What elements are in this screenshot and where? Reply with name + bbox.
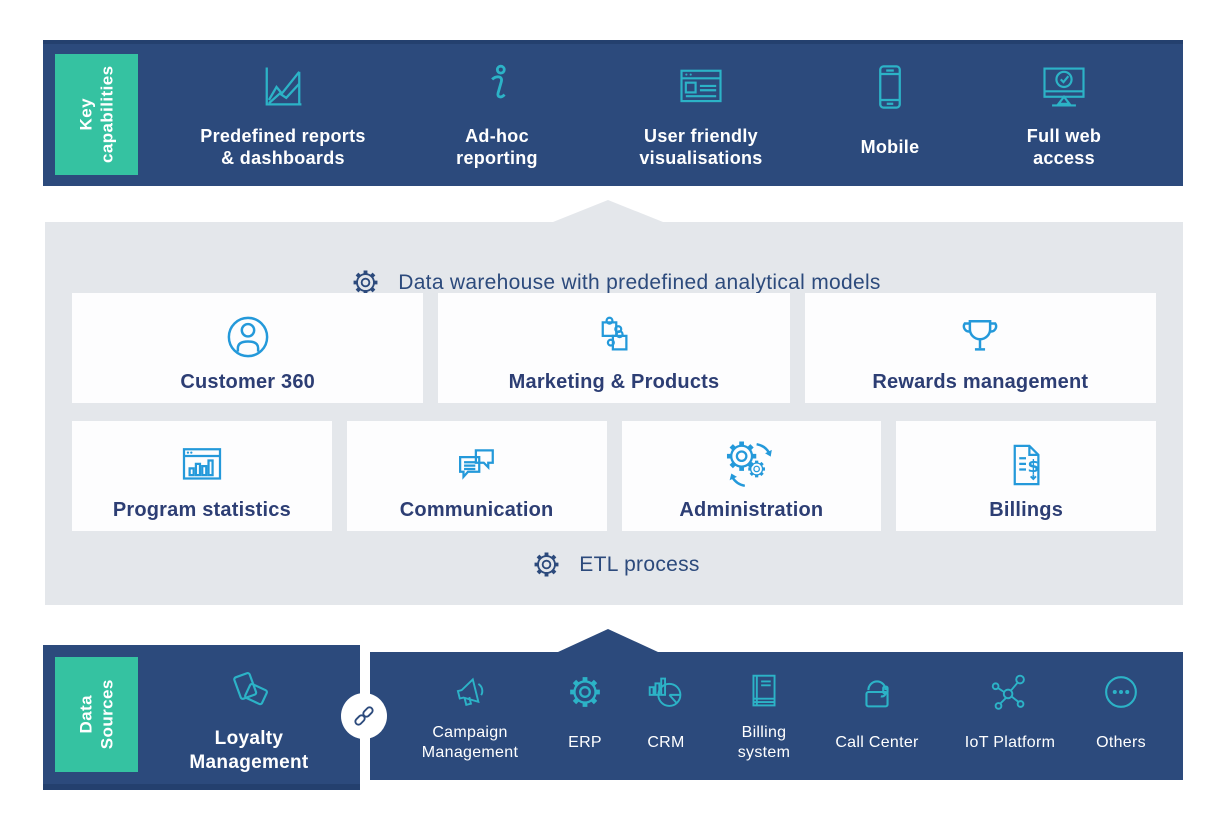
card-label: Administration <box>679 499 824 521</box>
info-icon <box>471 61 523 113</box>
capability-item-mobile: Mobile <box>790 44 990 186</box>
source-item-billing-system: Billing system <box>694 652 834 780</box>
connector-circle <box>341 693 387 739</box>
ellipsis-circle-icon <box>1098 669 1144 715</box>
data-warehouse-title: Data warehouse with predefined analytica… <box>398 270 881 294</box>
key-capabilities-label: Key capabilities <box>55 54 138 175</box>
key-capabilities-banner: Key capabilities Predefined reports & da… <box>43 40 1183 186</box>
card-communication: Communication <box>346 421 607 531</box>
source-item-others: Others <box>1051 652 1191 780</box>
source-label: Campaign Management <box>421 724 519 761</box>
data-warehouse-heading: Data warehouse with predefined analytica… <box>45 264 1183 301</box>
capability-label: User friendly visualisations <box>639 126 763 168</box>
source-label: Call Center <box>835 734 919 751</box>
source-label: ERP <box>568 734 602 751</box>
source-item-erp: ERP <box>515 652 655 780</box>
capability-label: Full web access <box>1026 126 1102 168</box>
trophy-icon <box>953 310 1007 364</box>
capability-label: Predefined reports & dashboards <box>200 126 366 168</box>
gear-icon <box>528 546 565 583</box>
capability-label: Ad-hoc reporting <box>456 126 538 168</box>
source-label: IoT Platform <box>964 734 1056 751</box>
source-label: CRM <box>647 734 685 751</box>
source-label: Others <box>1096 734 1146 751</box>
ledger-icon <box>741 669 787 715</box>
key-capabilities-label-text: Key capabilities <box>76 65 117 164</box>
up-arrow-to-capabilities <box>553 200 663 222</box>
card-marketing-products: Marketing & Products <box>438 293 790 403</box>
warehouse-cards-row2: Program statistics Communication <box>72 421 1156 531</box>
source-item-call-center: Call Center <box>807 652 947 780</box>
card-rewards-management: Rewards management <box>804 293 1156 403</box>
smartphone-icon <box>864 61 916 113</box>
capability-item-user-friendly-visualisations: User friendly visualisations <box>601 44 801 186</box>
line-chart-icon <box>257 61 309 113</box>
loyalty-management-item: Loyalty Management <box>138 645 360 784</box>
warehouse-cards-row1: Customer 360 Marketing & Products <box>72 293 1156 403</box>
source-item-campaign-management: Campaign Management <box>400 652 540 780</box>
data-sources-label-text: Data Sources <box>76 679 117 750</box>
chat-bubbles-icon <box>450 438 504 492</box>
loyalty-management-box: Data Sources Loyalty Management <box>43 645 360 790</box>
source-label: Billing system <box>737 724 791 761</box>
data-sources-banner: Campaign Management ERP <box>370 652 1183 780</box>
user-circle-icon <box>221 310 275 364</box>
link-icon <box>349 701 379 731</box>
loyalty-management-label: Loyalty Management <box>189 728 309 773</box>
gears-sync-icon <box>724 438 778 492</box>
card-label: Program statistics <box>112 499 291 521</box>
stats-window-icon <box>175 438 229 492</box>
browser-window-icon <box>675 61 727 113</box>
gear-icon <box>347 264 384 301</box>
chart-pie-icon <box>643 669 689 715</box>
svg-text:$: $ <box>1028 456 1040 476</box>
gear-icon <box>562 669 608 715</box>
card-label: Marketing & Products <box>508 371 720 393</box>
card-label: Billings <box>989 499 1064 521</box>
capability-item-adhoc-reporting: Ad-hoc reporting <box>397 44 597 186</box>
iot-network-icon <box>987 669 1033 715</box>
capability-item-predefined-reports: Predefined reports & dashboards <box>183 44 383 186</box>
card-billings: $ Billings <box>896 421 1156 531</box>
invoice-icon: $ <box>999 438 1053 492</box>
megaphone-icon <box>447 669 493 715</box>
card-label: Communication <box>399 499 554 521</box>
etl-process-title: ETL process <box>579 552 700 576</box>
card-label: Rewards management <box>872 371 1089 393</box>
source-item-iot-platform: IoT Platform <box>940 652 1080 780</box>
card-customer-360: Customer 360 <box>72 293 424 403</box>
up-arrow-to-warehouse <box>558 629 658 652</box>
puzzle-icon <box>587 310 641 364</box>
capability-label: Mobile <box>860 137 920 158</box>
data-warehouse-section: Data warehouse with predefined analytica… <box>45 200 1183 605</box>
loyalty-cards-icon <box>223 667 275 719</box>
capability-item-full-web-access: Full web access <box>964 44 1164 186</box>
source-item-crm: CRM <box>596 652 736 780</box>
data-sources-label: Data Sources <box>55 657 138 772</box>
card-label: Customer 360 <box>180 371 315 393</box>
etl-process-heading: ETL process <box>45 546 1183 583</box>
headset-icon <box>854 669 900 715</box>
monitor-check-icon <box>1038 61 1090 113</box>
card-administration: Administration <box>621 421 882 531</box>
card-program-statistics: Program statistics <box>72 421 332 531</box>
